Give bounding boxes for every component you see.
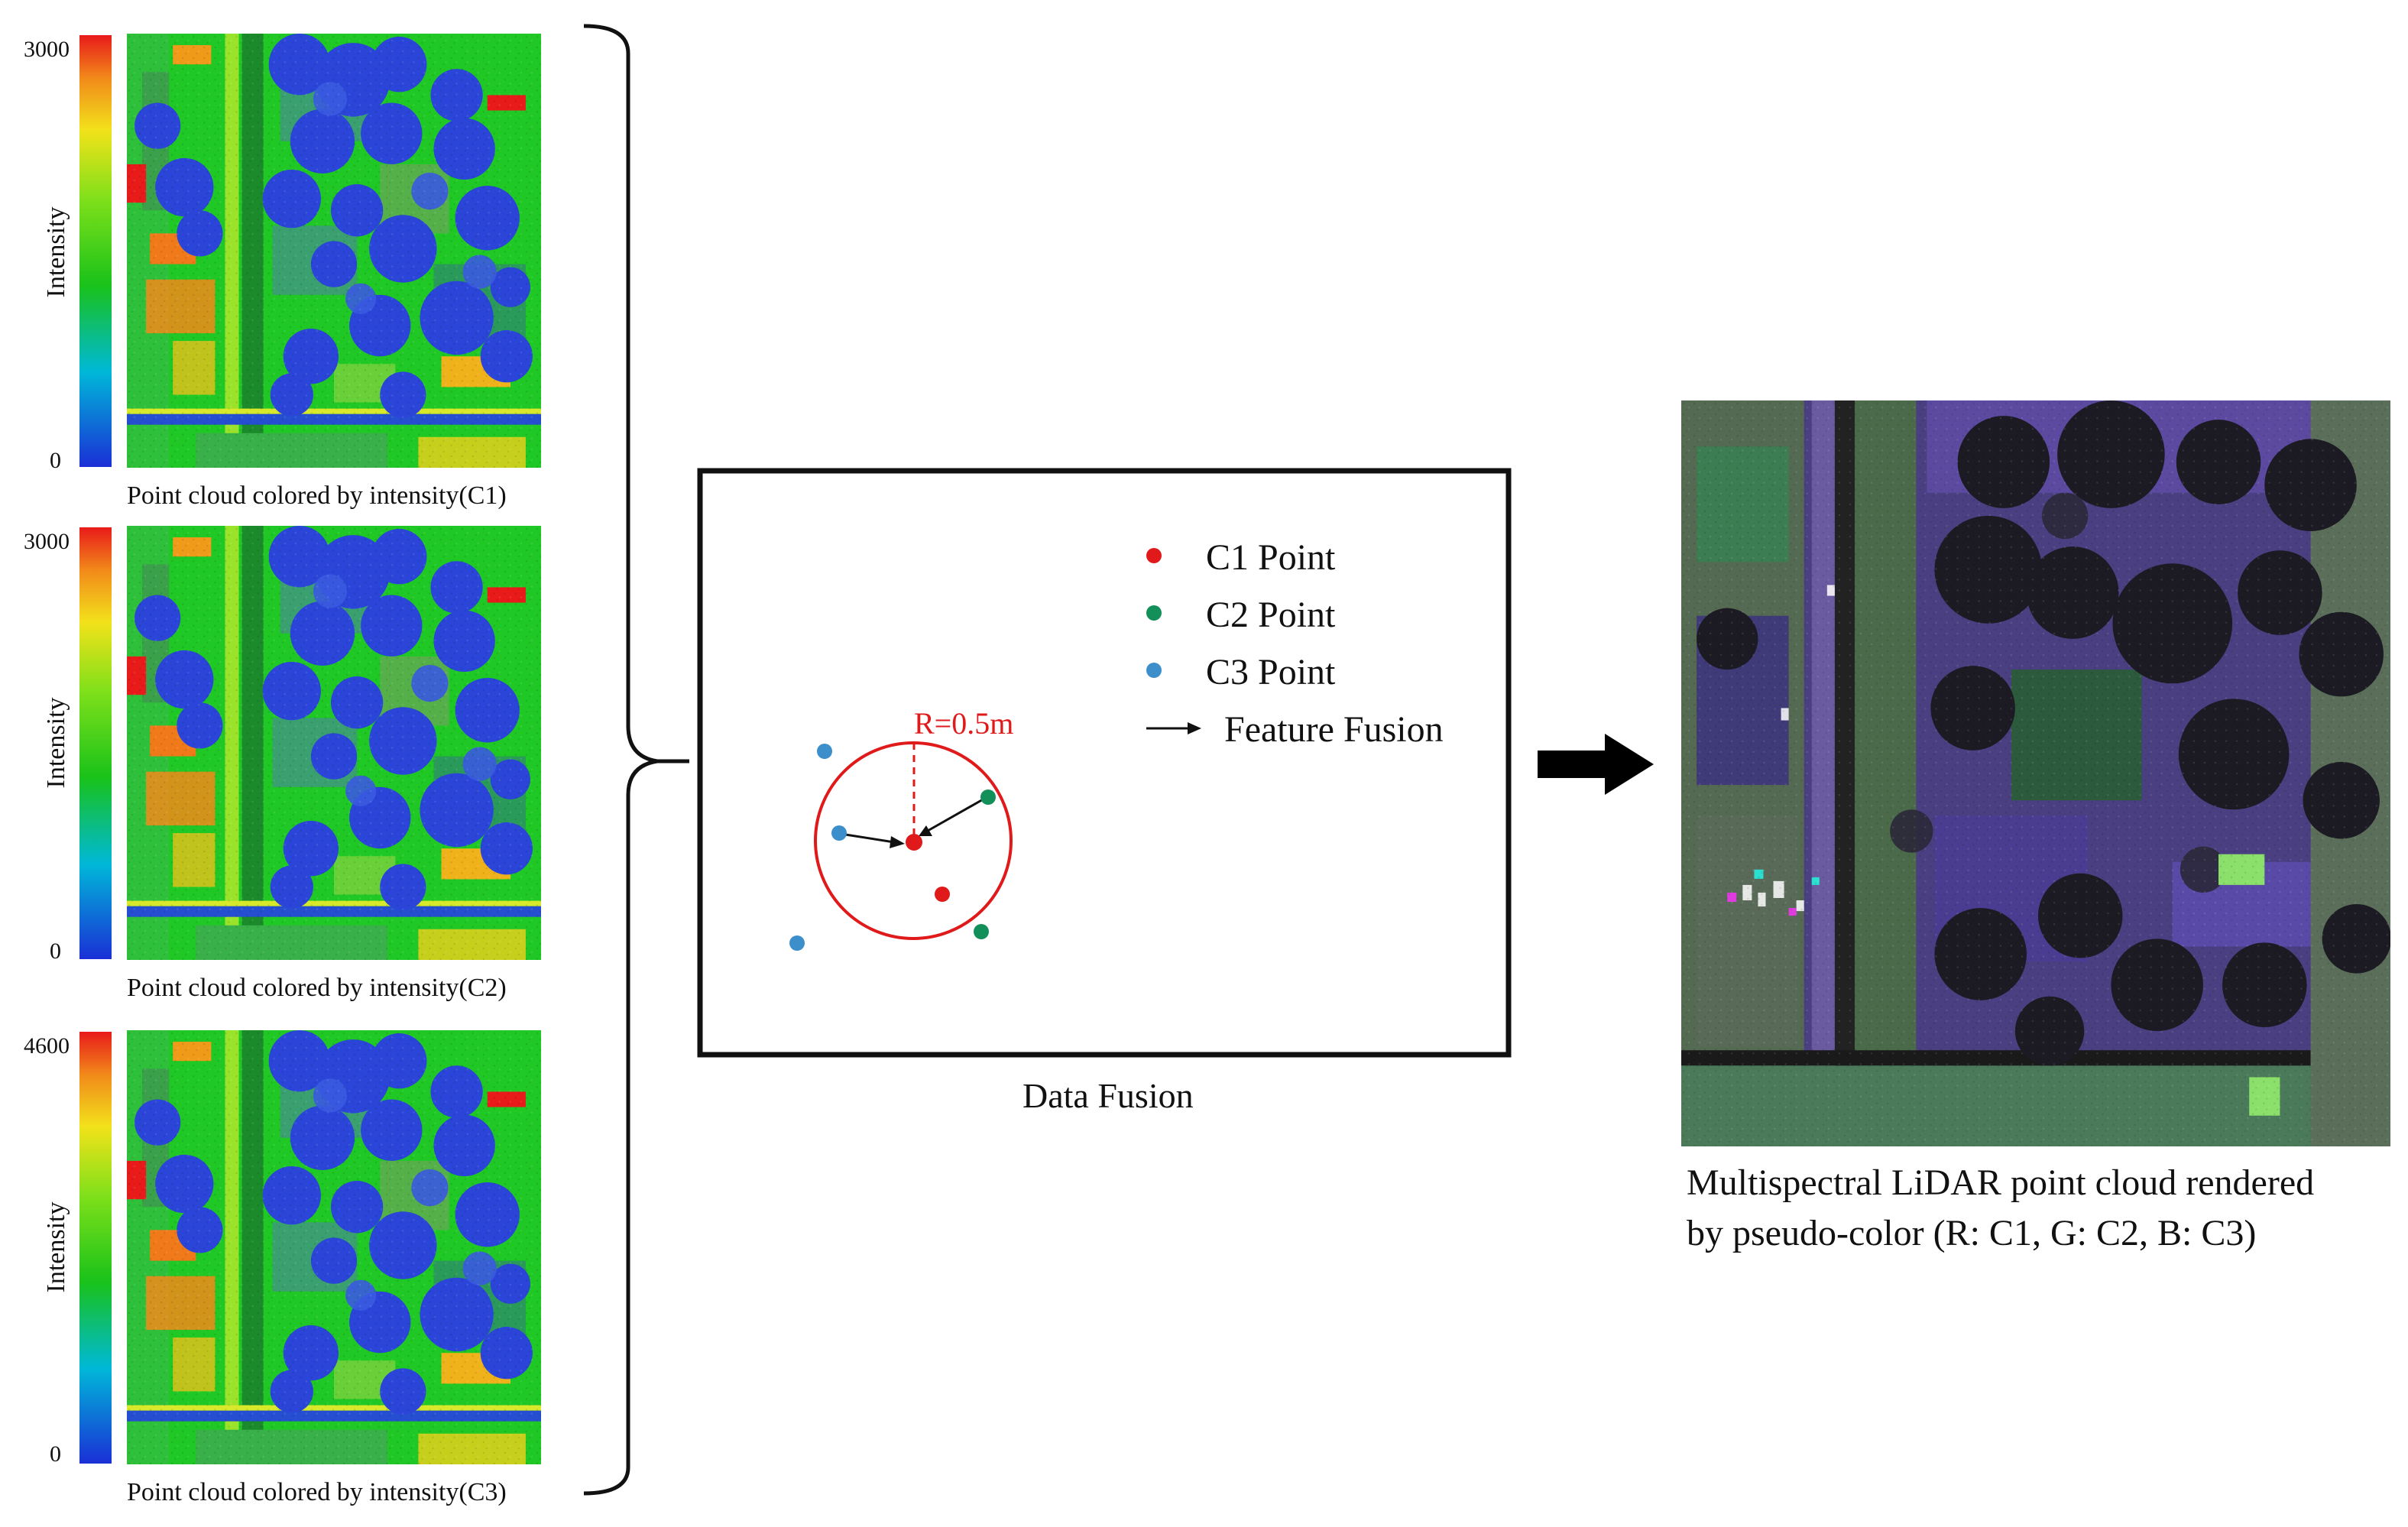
point-c1-center [906, 834, 922, 851]
colorbar-max-c3: 4600 [24, 1033, 70, 1059]
panel-c2: 3000 0 Intensity Point cloud colored by … [24, 526, 541, 1002]
intensity-map-c2 [127, 526, 541, 960]
data-fusion-caption: Data Fusion [1023, 1076, 1194, 1115]
point-c2-near [980, 789, 996, 805]
fusion-arrow-c3 [840, 832, 895, 844]
radius-label: R=0.5m [914, 706, 1013, 741]
legend-feature-label: Feature Fusion [1224, 709, 1444, 750]
point-c1-other [935, 887, 950, 902]
legend-c2-marker [1146, 605, 1162, 621]
caption-c2: Point cloud colored by intensity(C2) [127, 974, 507, 1002]
colorbar-max-c1: 3000 [24, 37, 70, 62]
point-c3-outside-bottom [789, 935, 805, 951]
point-c3-near [831, 825, 847, 841]
legend-c3-marker [1146, 663, 1162, 678]
data-fusion-panel: C1 Point C2 Point C3 Point Feature Fusio… [697, 468, 1512, 1115]
data-fusion-box [697, 468, 1512, 1058]
colorbar-min-c2: 0 [50, 939, 61, 964]
legend-feature-arrow-icon [1146, 722, 1201, 734]
legend-c2-label: C2 Point [1206, 595, 1336, 635]
caption-c3: Point cloud colored by intensity(C3) [127, 1478, 507, 1506]
pseudo-color-point-cloud [1681, 400, 2390, 1146]
colorbar-axis-label-c1: Intensity [42, 207, 70, 298]
panel-c1: 3000 0 Intensity Point cloud colored by … [24, 34, 541, 510]
caption-c1: Point cloud colored by intensity(C1) [127, 481, 507, 510]
output-arrow-icon [1538, 734, 1654, 795]
colorbar-c1 [79, 35, 112, 467]
fusion-arrowhead-c2 [919, 825, 932, 836]
colorbar-axis-label-c3: Intensity [42, 1202, 70, 1293]
panel-c3: 4600 0 Intensity Point cloud colored by … [24, 1030, 541, 1506]
fusion-arrow-c2 [927, 797, 985, 832]
colorbar-min-c1: 0 [50, 448, 61, 473]
colorbar-axis-label-c2: Intensity [42, 698, 70, 789]
intensity-map-c3 [127, 1030, 541, 1464]
output-caption-line1: Multispectral LiDAR point cloud rendered [1687, 1162, 2314, 1203]
colorbar-c2 [79, 527, 112, 959]
colorbar-min-c3: 0 [50, 1441, 61, 1467]
legend-c1-marker [1146, 548, 1162, 563]
fusion-arrowhead-c3 [890, 836, 905, 848]
output-caption-line2: by pseudo-color (R: C1, G: C2, B: C3) [1687, 1213, 2256, 1253]
intensity-map-c1 [127, 34, 541, 468]
grouping-brace [583, 24, 689, 1496]
legend-c1-label: C1 Point [1206, 537, 1336, 578]
point-c3-outside-top [817, 744, 832, 759]
legend-c3-label: C3 Point [1206, 652, 1336, 692]
colorbar-c3 [79, 1032, 112, 1464]
point-c2-outside [974, 924, 989, 939]
colorbar-max-c2: 3000 [24, 529, 70, 554]
output-panel: Multispectral LiDAR point cloud rendered… [1681, 400, 2390, 1253]
